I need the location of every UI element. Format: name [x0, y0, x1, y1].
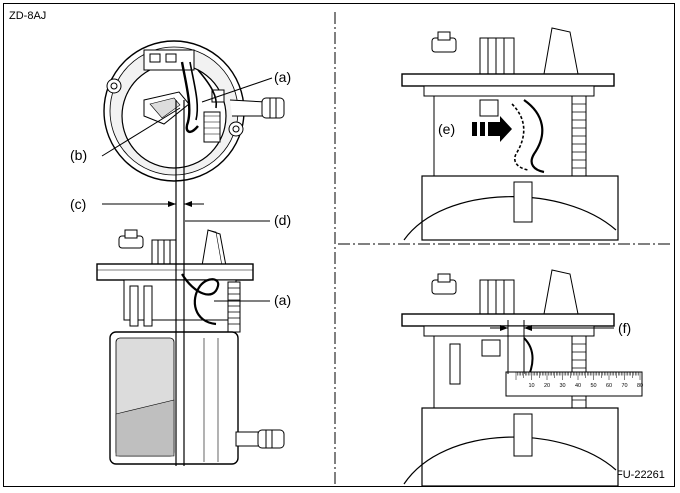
ruler-tick-label: 30 — [559, 383, 565, 389]
ruler-tick-label: 70 — [621, 383, 627, 389]
callout-a-top: (a) — [274, 69, 291, 85]
pump-side-view — [96, 229, 285, 465]
ruler-tick-label: 40 — [575, 383, 581, 389]
ruler-tick-label: 10 — [528, 383, 534, 389]
detail-view-top — [401, 27, 619, 241]
dimension-f — [490, 320, 614, 374]
ruler-tick-label: 80 — [637, 383, 643, 389]
leader-a-top — [201, 77, 273, 103]
callout-e: (e) — [438, 121, 455, 137]
ruler-labels: 10 20 30 40 50 60 70 80 — [528, 383, 643, 389]
ruler-tick-label: 50 — [590, 383, 596, 389]
figure-code: ZD-8AJ — [9, 10, 46, 22]
ruler-tick-label: 20 — [544, 383, 550, 389]
callout-c: (c) — [70, 196, 86, 212]
callout-d: (d) — [274, 212, 291, 228]
callout-a-bottom: (a) — [274, 292, 291, 308]
callout-f: (f) — [618, 320, 631, 336]
pump-top-view — [103, 40, 285, 182]
ruler-ticks — [515, 372, 641, 380]
measuring-strip — [175, 100, 185, 466]
figure-id: FU-22261 — [616, 469, 665, 481]
figure-frame: ZD-8AJ FU-22261 — [3, 3, 675, 487]
diagram-canvas: ZD-8AJ FU-22261 — [9, 10, 672, 487]
callout-b: (b) — [70, 147, 87, 163]
ruler-tick-label: 60 — [606, 383, 612, 389]
leader-b — [101, 107, 181, 157]
dimension-c — [102, 201, 204, 207]
ruler: 10 20 30 40 50 60 70 80 — [505, 371, 643, 397]
